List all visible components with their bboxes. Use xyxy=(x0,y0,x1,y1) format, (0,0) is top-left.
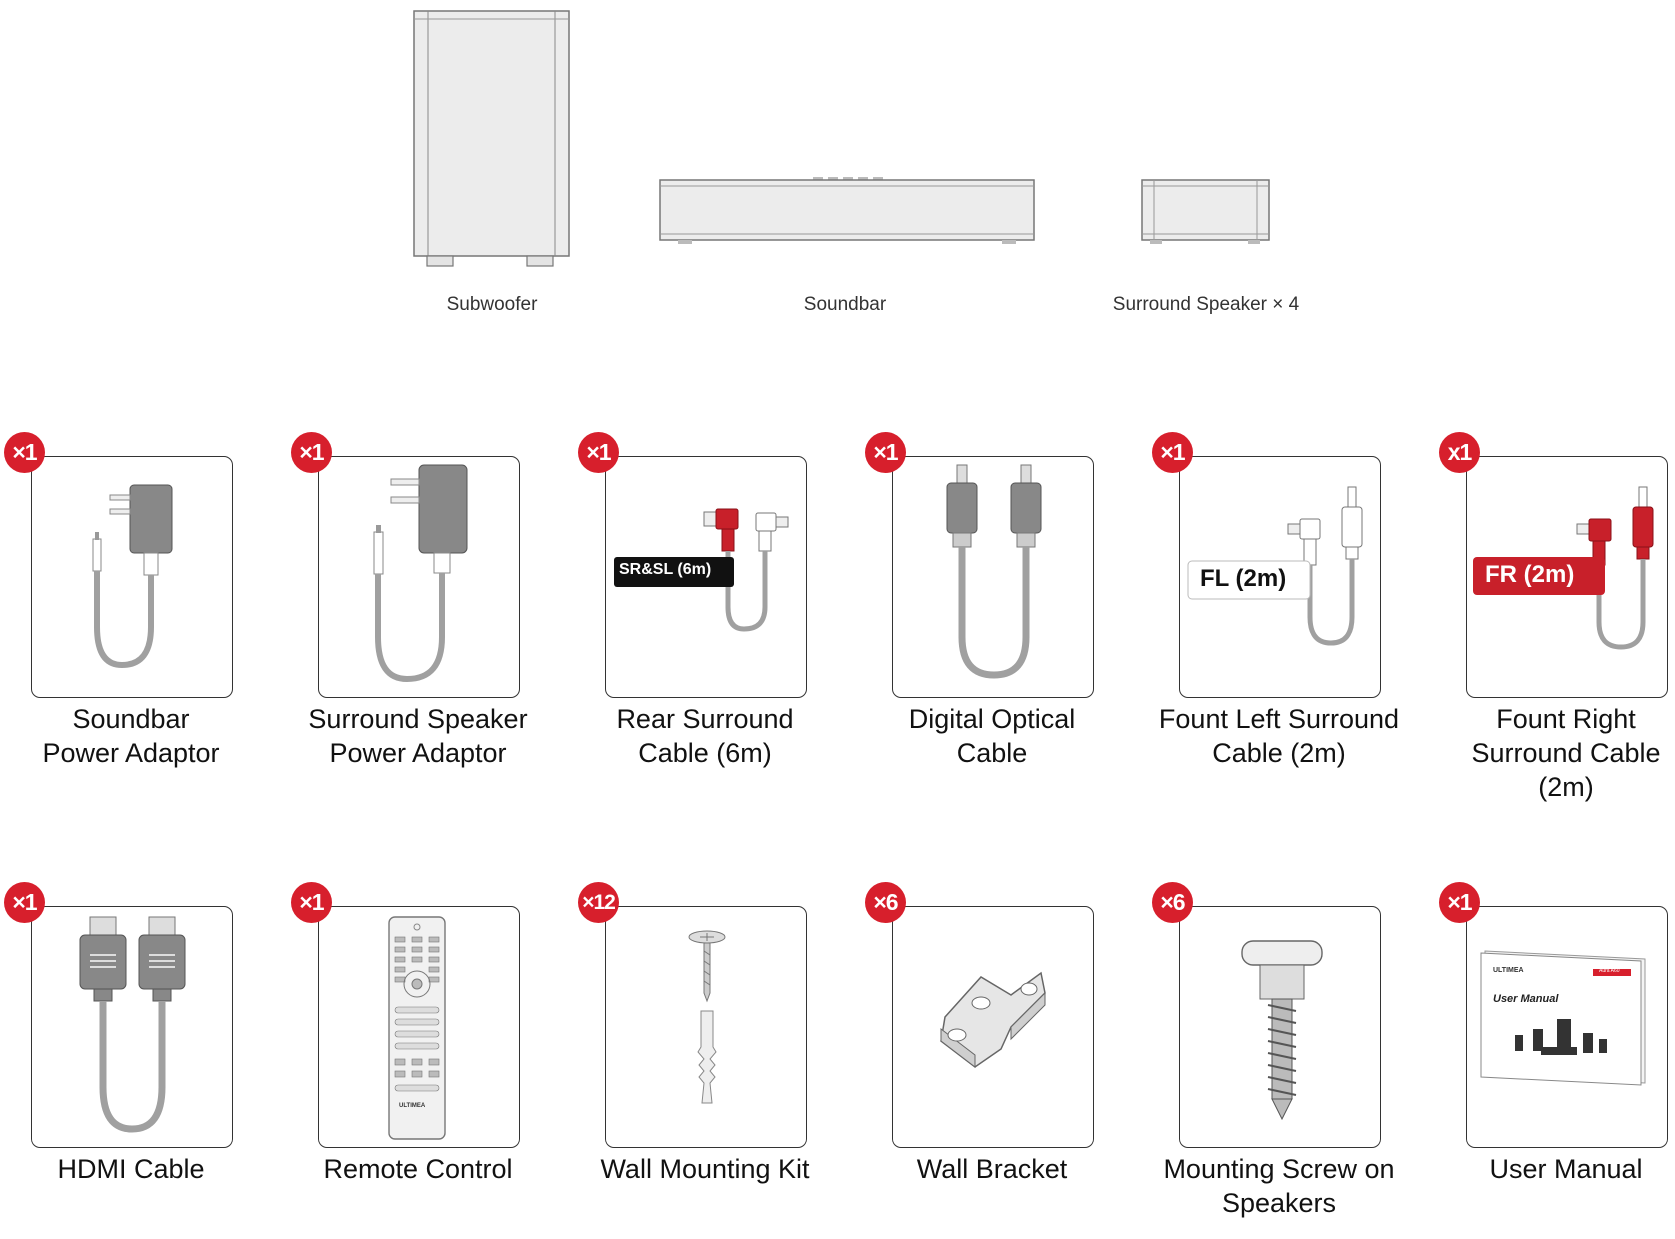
surround-speaker-icon xyxy=(1141,179,1270,244)
quantity-badge: ×1 xyxy=(865,432,906,473)
soundbar-icon xyxy=(659,177,1035,244)
quantity-badge: x1 xyxy=(1439,432,1480,473)
surround-speaker-label: Surround Speaker × 4 xyxy=(1112,294,1300,315)
quantity-badge: ×6 xyxy=(865,882,906,923)
accessory-wall-bracket: ×6 Wall Bracket xyxy=(861,872,1151,1232)
accessory-remote-control: ×1 ULTI xyxy=(287,872,577,1232)
rca-cable-icon xyxy=(1473,486,1654,650)
quantity-badge: ×1 xyxy=(291,432,332,473)
subwoofer xyxy=(412,8,572,270)
cable-tag: FL (2m) xyxy=(1200,565,1287,592)
accessory-image-frame: FR (2m) xyxy=(1466,456,1668,698)
wall-anchor-icon xyxy=(688,930,726,1104)
subwoofer-icon xyxy=(413,10,570,267)
mounting-screw-icon xyxy=(1241,940,1323,1121)
surround-speaker xyxy=(1140,172,1272,248)
accessory-image-frame xyxy=(318,456,520,698)
quantity-badge: ×12 xyxy=(578,882,619,923)
accessory-label: User Manual xyxy=(1489,1154,1643,1184)
accessory-hdmi-cable: ×1 HDMI Cable xyxy=(0,872,290,1232)
quantity-badge: ×1 xyxy=(1439,882,1480,923)
accessory-image-frame xyxy=(605,906,807,1148)
quantity-badge: ×6 xyxy=(1152,882,1193,923)
quantity-badge: ×1 xyxy=(4,882,45,923)
power-adaptor-icon xyxy=(92,484,173,669)
accessory-image-frame: ULTIMEA xyxy=(318,906,520,1148)
accessory-image-frame: FL (2m) xyxy=(1179,456,1381,698)
accessory-image-frame: ULTIMEA Aura A60 User Manual xyxy=(1466,906,1668,1148)
accessory-image-frame xyxy=(892,906,1094,1148)
accessory-label: Remote Control xyxy=(323,1154,513,1184)
accessory-wall-mounting-kit: ×12 Wall Mounting Kit xyxy=(574,872,864,1232)
rca-cable-icon xyxy=(614,508,789,632)
accessory-user-manual: ×1 ULTIMEA Aura A60 User Manual User Man… xyxy=(1435,872,1675,1232)
accessory-image-frame xyxy=(1179,906,1381,1148)
quantity-badge: ×1 xyxy=(1152,432,1193,473)
manual-title: User Manual xyxy=(1493,993,1559,1005)
rca-cable-icon xyxy=(1187,486,1363,646)
accessory-label: HDMI Cable xyxy=(57,1154,205,1184)
wall-bracket-icon xyxy=(940,971,1046,1069)
cable-tag: SR&SL (6m) xyxy=(619,561,712,578)
quantity-badge: ×1 xyxy=(4,432,45,473)
cable-tag: FR (2m) xyxy=(1485,561,1575,588)
optical-cable-icon xyxy=(946,464,1042,679)
quantity-badge: ×1 xyxy=(578,432,619,473)
accessory-image-frame: SR&SL (6m) xyxy=(605,456,807,698)
manual-brand: ULTIMEA xyxy=(1493,967,1524,974)
user-manual-icon xyxy=(1480,950,1646,1086)
power-adaptor-icon xyxy=(373,464,468,683)
soundbar xyxy=(658,172,1038,248)
soundbar-label: Soundbar xyxy=(803,294,887,315)
accessory-image-frame xyxy=(31,456,233,698)
remote-control-icon xyxy=(388,916,446,1140)
remote-brand: ULTIMEA xyxy=(399,1103,426,1109)
quantity-badge: ×1 xyxy=(291,882,332,923)
subwoofer-label: Subwoofer xyxy=(446,294,538,315)
hdmi-cable-icon xyxy=(79,916,186,1133)
accessory-label: Wall Bracket xyxy=(916,1154,1068,1184)
manual-model: Aura A60 xyxy=(1599,968,1620,974)
accessory-label: Wall Mounting Kit xyxy=(600,1154,810,1184)
accessory-image-frame xyxy=(892,456,1094,698)
accessory-image-frame xyxy=(31,906,233,1148)
